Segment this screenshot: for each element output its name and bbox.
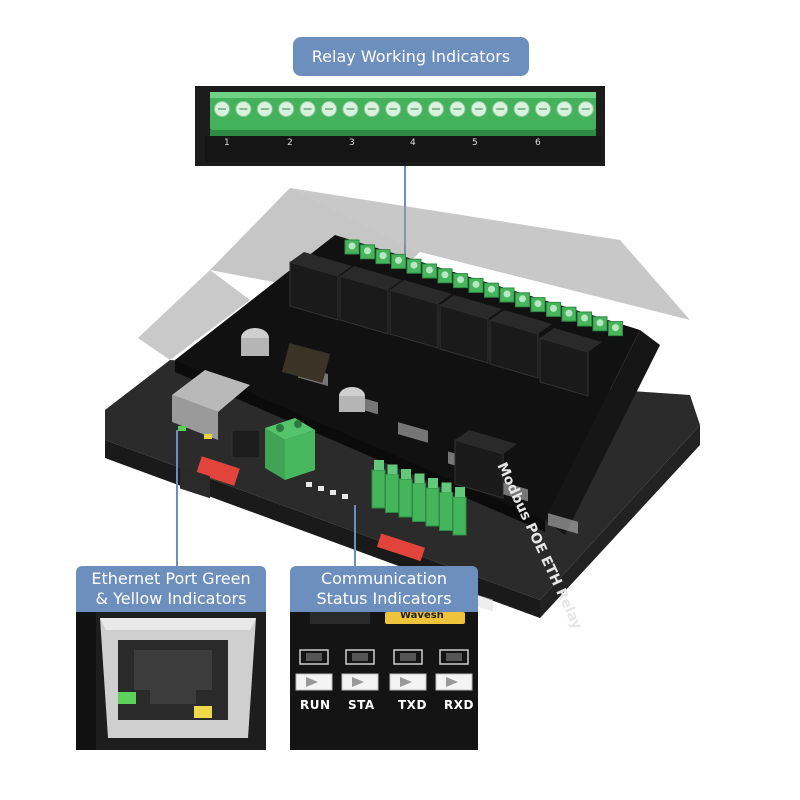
relay-indicators-callout: Relay Working Indicators [293,37,529,76]
board-rj45-port [172,370,250,499]
terminal-number-3: 3 [349,138,355,148]
terminal-number-4: 4 [410,138,416,148]
ethernet-indicators-callout: Ethernet Port Green & Yellow Indicators [76,566,266,612]
zoomed-terminal-strip [195,86,605,166]
ethernet-green-led [118,692,136,704]
communication-indicators-callout: Communication Status Indicators [290,566,478,612]
led-label-txd: TXD [398,698,427,712]
terminal-number-2: 2 [287,138,293,148]
led-label-sta: STA [348,698,375,712]
status-leds-zoom-photo [290,612,478,750]
terminal-number-1: 1 [224,138,230,148]
relay-callout-leader [404,150,406,262]
rs485-terminal-block [371,460,467,536]
led-label-rxd: RXD [444,698,474,712]
terminal-number-5: 5 [472,138,478,148]
ethernet-zoom-photo [76,612,266,750]
terminal-number-6: 6 [535,138,541,148]
ethernet-yellow-led [194,706,212,718]
board-terminal-row [344,239,623,337]
brand-fragment: Wavesh [400,610,444,621]
led-label-run: RUN [300,698,331,712]
board-status-leds [306,482,348,499]
power-terminal [265,418,315,480]
